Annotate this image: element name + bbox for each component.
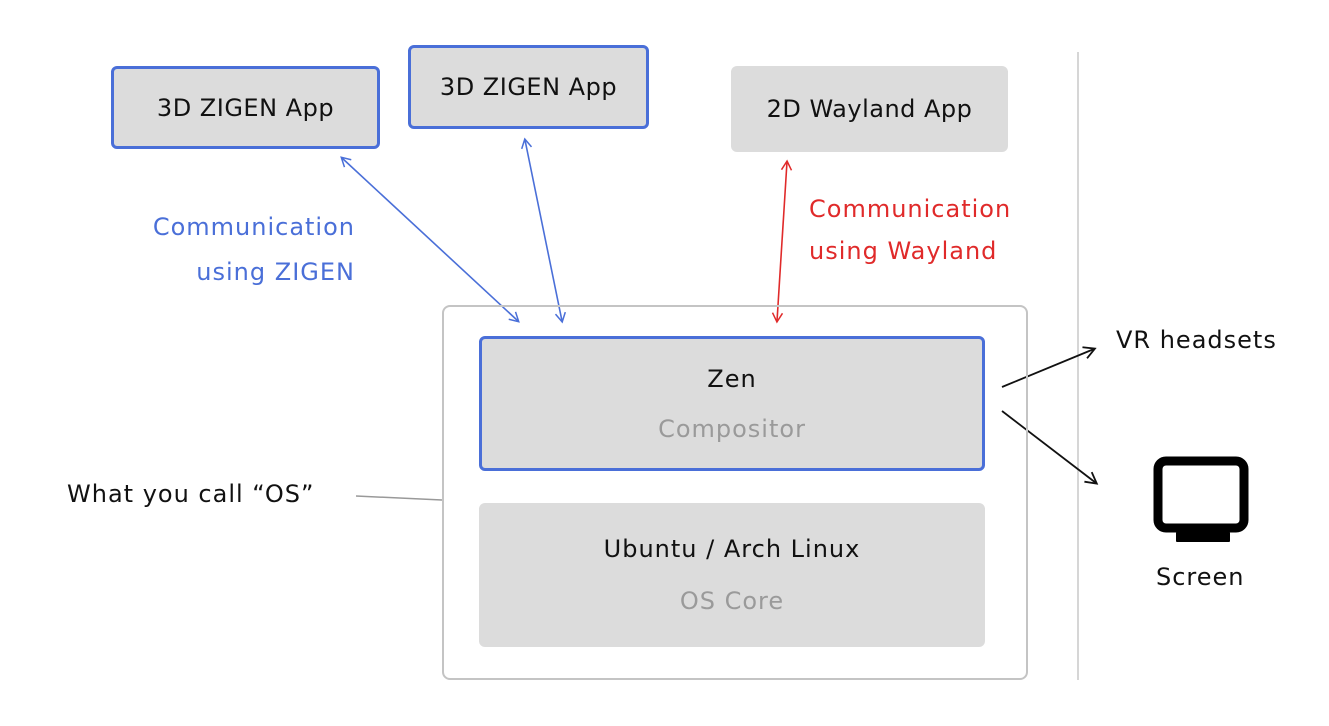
vr-headsets-label: VR headsets — [1116, 326, 1277, 354]
compositor-title: Zen — [707, 364, 757, 393]
os-container — [442, 305, 1028, 680]
os-label: What you call “OS” — [67, 480, 315, 508]
comm-zigen-line2: using ZIGEN — [196, 258, 355, 286]
zigen-app-2-label: 3D ZIGEN App — [439, 73, 618, 101]
os-core-title: Ubuntu / Arch Linux — [603, 535, 861, 563]
comm-wayland-line1: Communication — [809, 195, 1012, 223]
os-core-subtitle: OS Core — [679, 587, 785, 615]
wayland-app-label: 2D Wayland App — [766, 95, 973, 123]
monitor-icon — [1153, 456, 1249, 542]
compositor-box: Zen Compositor — [479, 336, 985, 471]
zigen-app-1-label: 3D ZIGEN App — [156, 93, 335, 122]
os-core-box: Ubuntu / Arch Linux OS Core — [479, 503, 985, 647]
zigen-app-1: 3D ZIGEN App — [111, 66, 380, 149]
zigen-arrow-2 — [520, 137, 567, 324]
zigen-app-2: 3D ZIGEN App — [408, 45, 649, 129]
screen-label: Screen — [1156, 563, 1245, 591]
comm-zigen-line1: Communication — [152, 213, 355, 241]
wayland-app: 2D Wayland App — [731, 66, 1008, 152]
os-leader-line — [355, 495, 443, 501]
wayland-arrow — [771, 159, 793, 324]
comm-wayland-line2: using Wayland — [809, 237, 998, 265]
zigen-arrow-1 — [340, 156, 520, 323]
compositor-subtitle: Compositor — [658, 414, 806, 443]
